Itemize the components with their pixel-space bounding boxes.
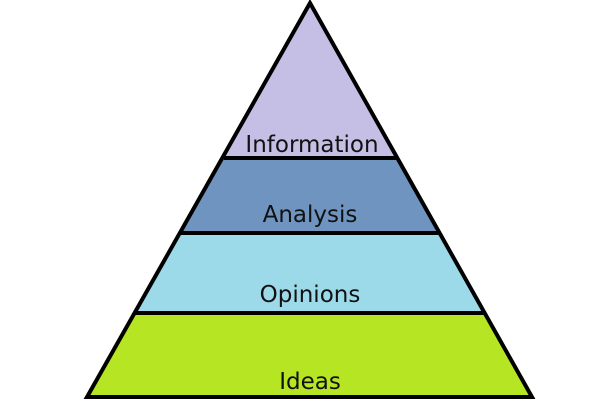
tier-label-ideas: Ideas: [279, 369, 341, 395]
tier-ideas: [87, 313, 532, 397]
tier-label-opinions: Opinions: [260, 282, 361, 308]
tier-information: [224, 3, 398, 158]
pyramid-outline: [83, 0, 536, 399]
tier-label-analysis: Analysis: [263, 202, 358, 228]
tier-opinions: [135, 233, 485, 313]
tier-analysis: [180, 158, 440, 233]
tier-label-information: Information: [245, 132, 378, 158]
